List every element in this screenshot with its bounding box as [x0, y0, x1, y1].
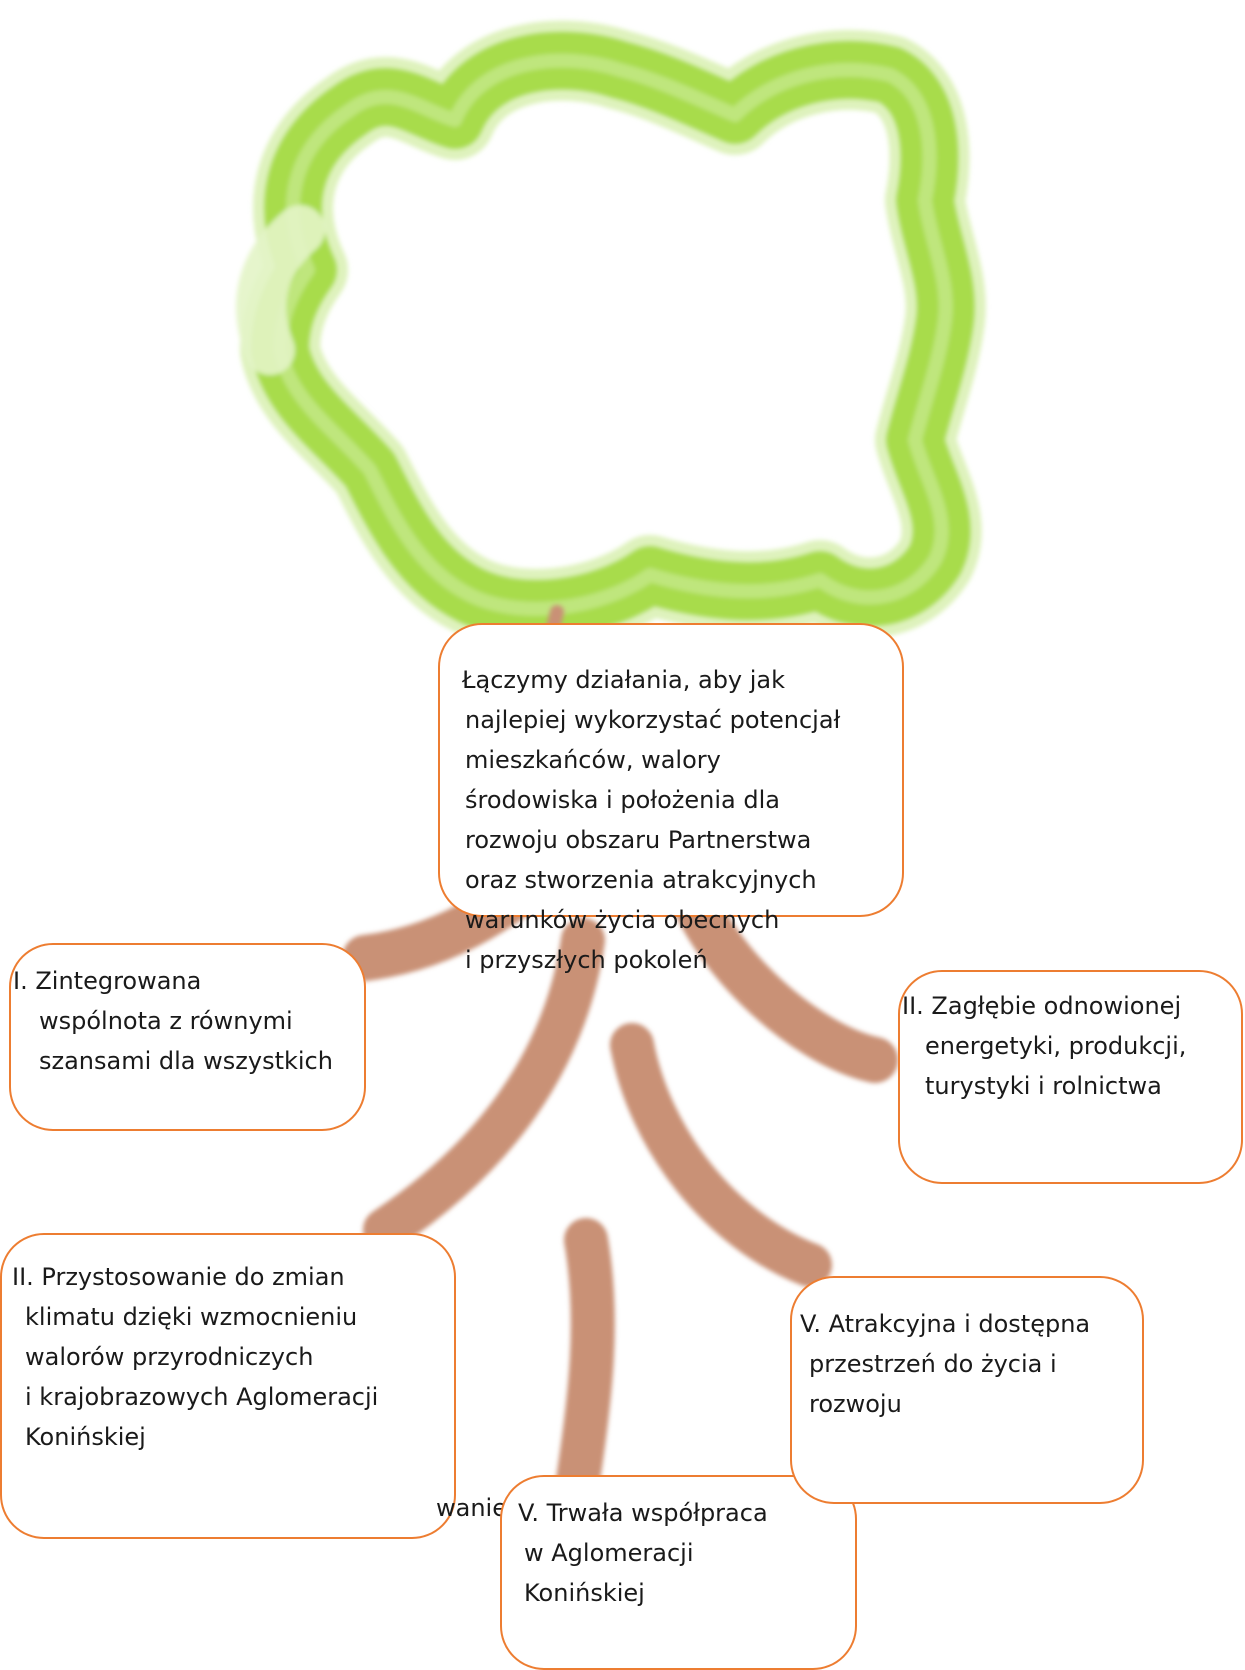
- vision-line: mieszkańców, walory: [465, 746, 721, 774]
- vision-line: Łączymy działania, aby jak: [462, 666, 786, 694]
- goal-line: V. Trwała współpraca: [518, 1499, 768, 1527]
- goal-line: II. Przystosowanie do zmian: [12, 1263, 345, 1291]
- vision-line: najlepiej wykorzystać potencjał: [465, 706, 841, 734]
- vision-line: i przyszłych pokoleń: [465, 946, 708, 974]
- goal-line: przestrzeń do życia i: [809, 1350, 1057, 1378]
- goal-line: wspólnota z równymi: [39, 1007, 293, 1035]
- tree-crown: [236, 20, 986, 649]
- vision-line: oraz stworzenia atrakcyjnych: [465, 866, 817, 894]
- goal-line: Konińskiej: [524, 1579, 645, 1607]
- crown-left-fade: [236, 205, 325, 375]
- goal-line: klimatu dzięki wzmocnieniu: [25, 1303, 358, 1331]
- goal-line: turystyki i rolnictwa: [925, 1072, 1162, 1100]
- crown-highlight: [273, 53, 953, 616]
- goal-box-3: II. Przystosowanie do zmian klimatu dzię…: [0, 1233, 456, 1539]
- vision-box: Łączymy działania, aby jak najlepiej wyk…: [438, 623, 904, 974]
- vision-line: warunków życia obecnych: [465, 906, 780, 934]
- goal-line: II. Zagłębie odnowionej: [902, 992, 1182, 1020]
- goal-line: rozwoju: [809, 1390, 902, 1418]
- goal-box-5: V. Trwała współpraca w Aglomeracji Koniń…: [500, 1475, 857, 1670]
- branch-to-goal-5: [556, 1218, 615, 1502]
- goal-line: walorów przyrodniczych: [25, 1343, 314, 1371]
- branch-to-goal-4: [610, 1023, 832, 1287]
- goal-line: energetyki, produkcji,: [925, 1032, 1187, 1060]
- vision-line: środowiska i położenia dla: [465, 786, 780, 814]
- goal-box-2: II. Zagłębie odnowionej energetyki, prod…: [898, 970, 1243, 1184]
- goal-line: w Aglomeracji: [524, 1539, 694, 1567]
- goal-box-4: V. Atrakcyjna i dostępna przestrzeń do ż…: [790, 1276, 1144, 1504]
- branch-to-goal-3: [363, 918, 605, 1252]
- crown-outline: [251, 31, 975, 638]
- goal-line: i krajobrazowych Aglomeracji: [25, 1383, 379, 1411]
- vision-line: rozwoju obszaru Partnerstwa: [465, 826, 812, 854]
- goal-line: I. Zintegrowana: [13, 967, 202, 995]
- goal-box-1: I. Zintegrowana wspólnota z równymi szan…: [9, 943, 366, 1131]
- goal-line: V. Atrakcyjna i dostępna: [800, 1310, 1091, 1338]
- stray-text: wanie: [436, 1494, 507, 1522]
- goal-line: Konińskiej: [25, 1423, 146, 1451]
- goal-line: szansami dla wszystkich: [39, 1047, 333, 1075]
